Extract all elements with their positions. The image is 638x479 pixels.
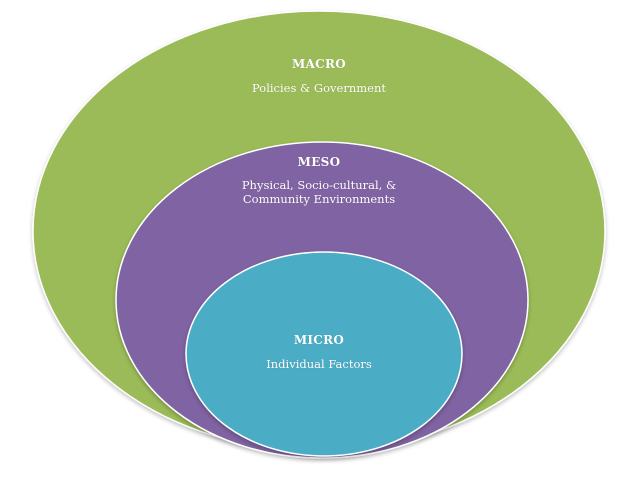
micro-label: MICRO Individual Factors (229, 333, 409, 371)
meso-title: MESO (297, 155, 341, 169)
meso-label: MESO Physical, Socio-cultural, & Communi… (199, 155, 439, 206)
macro-label: MACRO Policies & Government (219, 57, 419, 95)
macro-description: Policies & Government (252, 81, 386, 95)
micro-ellipse (185, 251, 463, 457)
micro-title: MICRO (293, 333, 345, 347)
macro-title: MACRO (291, 57, 347, 71)
micro-description: Individual Factors (266, 357, 372, 371)
meso-description: Physical, Socio-cultural, & Community En… (241, 178, 397, 206)
